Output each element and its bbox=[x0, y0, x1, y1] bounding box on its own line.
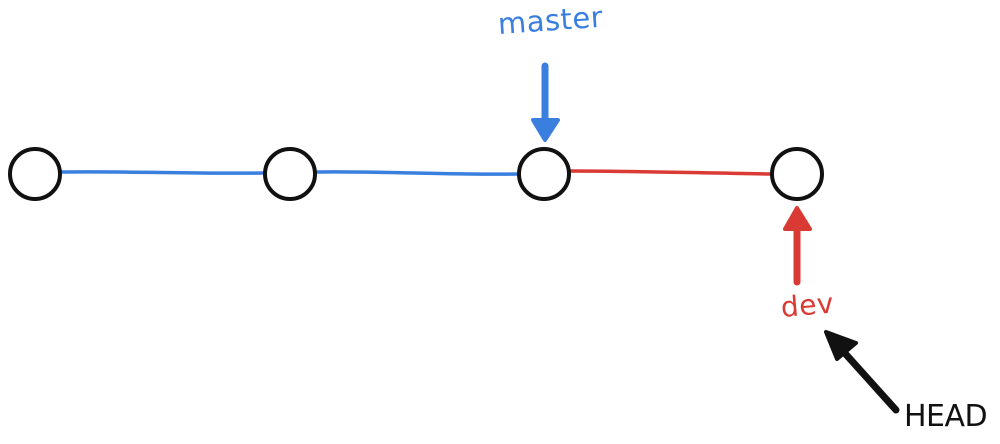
dev-edge-c3-c4 bbox=[568, 169, 774, 176]
master-branch-label: master bbox=[496, 0, 605, 41]
commit-node-1 bbox=[8, 147, 62, 201]
head-pointer-arrow bbox=[824, 330, 900, 414]
head-label: HEAD bbox=[904, 399, 988, 434]
commit-node-2 bbox=[263, 147, 317, 201]
dev-branch-label: dev bbox=[779, 286, 836, 324]
master-pointer-arrow bbox=[531, 62, 560, 142]
commit-node-4 bbox=[770, 147, 824, 201]
commit-node-3 bbox=[517, 147, 571, 201]
dev-pointer-arrow bbox=[783, 206, 812, 286]
master-edge-c2-c3 bbox=[314, 170, 520, 176]
master-edge-c1-c2 bbox=[58, 170, 266, 175]
